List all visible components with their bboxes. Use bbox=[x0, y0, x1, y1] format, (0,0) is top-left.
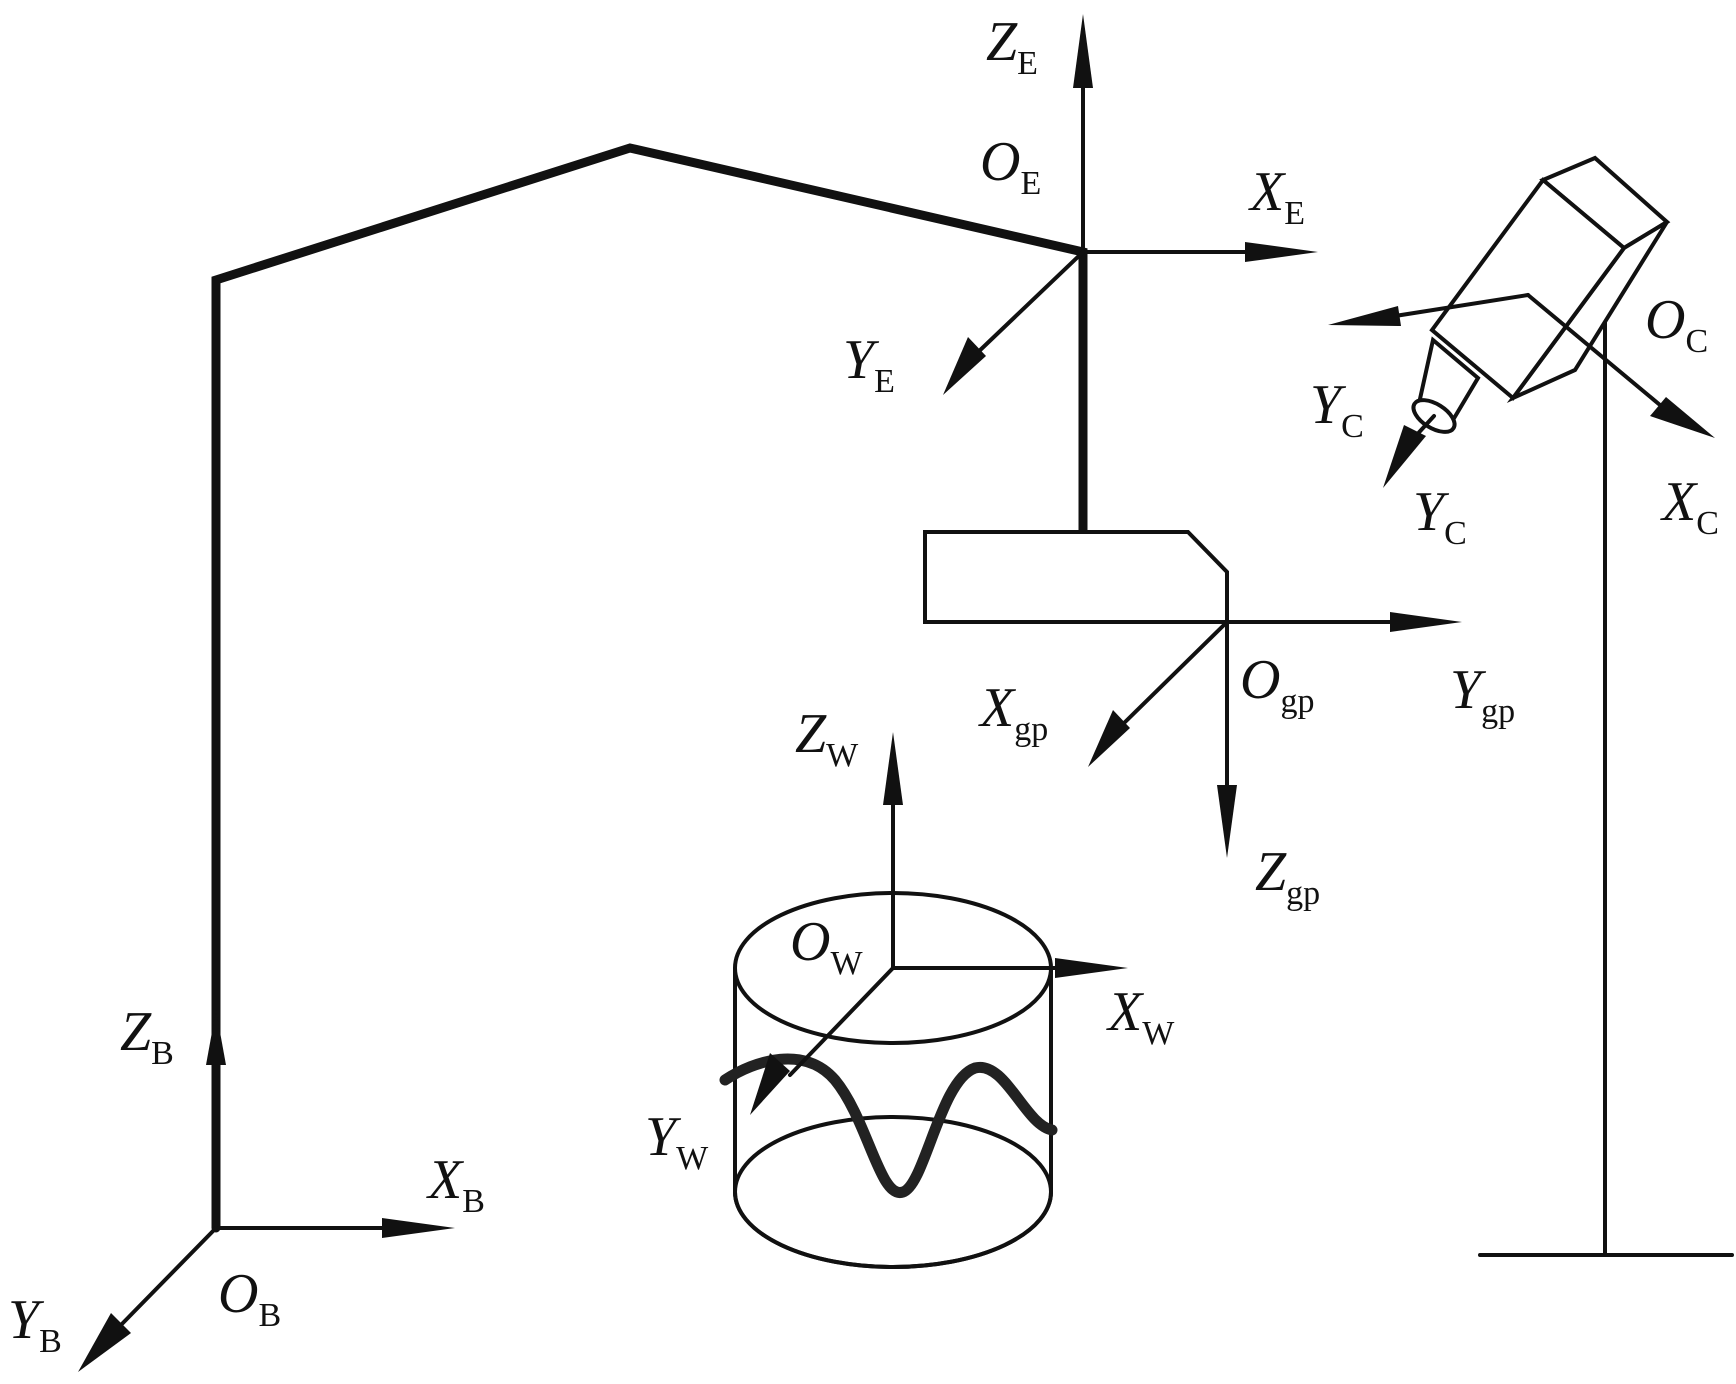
end-x-arrowhead bbox=[1245, 242, 1318, 262]
gripper-frame: Ogp Ygp Xgp Zgp bbox=[978, 612, 1515, 912]
base-x-label: XB bbox=[426, 1149, 485, 1220]
gripper-y-label: Ygp bbox=[1450, 659, 1515, 730]
camera-stand bbox=[1478, 290, 1734, 1257]
work-origin-label: OW bbox=[790, 911, 863, 982]
weld-seam-curve bbox=[719, 1053, 1058, 1198]
camera-optical-axis-label: YC bbox=[1413, 481, 1467, 552]
work-z-label: ZW bbox=[795, 703, 859, 774]
end-y-axis bbox=[973, 250, 1085, 357]
end-y-label: YE bbox=[843, 329, 895, 400]
camera-y-arrowhead bbox=[1328, 306, 1401, 326]
camera-x-axis bbox=[1526, 293, 1662, 407]
camera bbox=[1411, 155, 1671, 434]
camera-origin-label: OC bbox=[1645, 289, 1708, 360]
work-x-arrowhead bbox=[1055, 958, 1128, 978]
gripper-z-label: Zgp bbox=[1255, 841, 1320, 912]
gripper-x-axis bbox=[1118, 620, 1229, 729]
base-y-label: YB bbox=[8, 1289, 62, 1360]
work-z-arrowhead bbox=[883, 732, 903, 805]
camera-y-axis bbox=[1393, 293, 1530, 318]
camera-x-arrowhead bbox=[1650, 397, 1715, 438]
end-effector-frame: ZE OE XE YE bbox=[843, 11, 1318, 400]
camera-x-label: XC bbox=[1660, 471, 1719, 542]
base-y-axis bbox=[116, 1226, 218, 1330]
end-origin-label: OE bbox=[980, 131, 1041, 202]
workpiece-bottom-front-arc bbox=[733, 1190, 1053, 1269]
gripper-body bbox=[923, 530, 1229, 624]
gripper-x-arrowhead bbox=[1088, 710, 1130, 767]
gripper bbox=[923, 530, 1229, 624]
end-y-arrowhead bbox=[943, 337, 986, 395]
base-z-arrowhead bbox=[206, 1010, 226, 1065]
robot-arm-links bbox=[211, 143, 1088, 1233]
workpiece-bottom-back-arc bbox=[733, 1115, 1053, 1194]
gripper-z-arrowhead bbox=[1217, 785, 1237, 858]
gripper-y-arrowhead bbox=[1390, 612, 1462, 632]
end-x-label: XE bbox=[1248, 161, 1305, 232]
work-y-axis bbox=[788, 966, 895, 1077]
base-x-arrowhead bbox=[382, 1218, 455, 1238]
gripper-x-label: Xgp bbox=[978, 677, 1048, 748]
camera-front-face bbox=[1429, 177, 1627, 401]
camera-optical-arrowhead bbox=[1383, 425, 1426, 488]
end-z-label: ZE bbox=[986, 11, 1038, 82]
camera-frame: OC YC YC XC bbox=[1310, 289, 1719, 552]
base-y-arrowhead bbox=[78, 1313, 131, 1372]
robot-arm bbox=[211, 143, 1088, 1233]
work-frame: ZW OW XW YW bbox=[645, 703, 1175, 1177]
base-origin-label: OB bbox=[218, 1263, 281, 1334]
work-x-label: XW bbox=[1106, 981, 1175, 1052]
work-y-arrowhead bbox=[750, 1053, 790, 1115]
workpiece bbox=[719, 891, 1058, 1269]
end-z-arrowhead bbox=[1073, 14, 1093, 88]
base-frame: ZB XB OB YB bbox=[8, 1001, 485, 1372]
base-z-label: ZB bbox=[120, 1001, 174, 1072]
work-y-label: YW bbox=[645, 1106, 709, 1177]
camera-y-label: YC bbox=[1310, 374, 1364, 445]
gripper-origin-label: Ogp bbox=[1240, 649, 1314, 720]
